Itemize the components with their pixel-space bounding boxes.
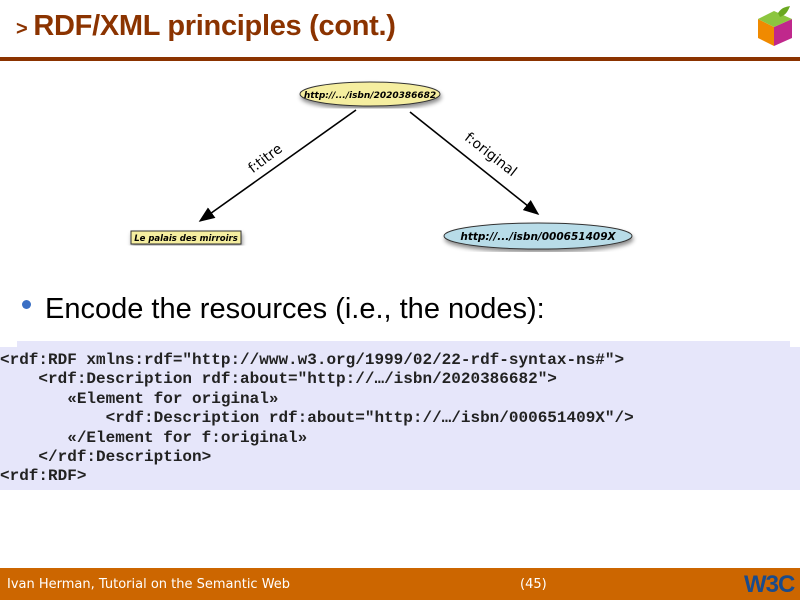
edge-titre <box>198 109 357 222</box>
edge-titre-label: f:titre <box>246 141 286 177</box>
bullet-text: Encode the resources (i.e., the nodes): <box>45 293 545 325</box>
code-line: </rdf:Description> <box>0 447 212 466</box>
literal-node-label: Le palais des mirroirs <box>134 234 238 244</box>
subject-node-label: http://.../isbn/2020386682 <box>304 91 436 101</box>
code-line: <rdf:Description rdf:about="http://…/isb… <box>0 409 634 428</box>
rdf-graph-diagram: http://.../isbn/2020386682 Le palais des… <box>130 81 633 250</box>
footer-author: Ivan Herman, Tutorial on the Semantic We… <box>7 577 291 592</box>
code-line: <rdf:RDF xmlns:rdf="http://www.w3.org/19… <box>0 351 625 369</box>
bullet-icon <box>22 299 31 309</box>
slide-title: >RDF/XML principles (cont.) <box>16 10 396 43</box>
code-line: «Element for original» <box>0 389 279 408</box>
footer: Ivan Herman, Tutorial on the Semantic We… <box>0 568 800 600</box>
code-line: «/Element for f:original» <box>0 428 308 447</box>
edge-original-label: f:original <box>461 130 519 180</box>
edge-original <box>409 111 540 215</box>
title-rule <box>0 57 800 61</box>
code-line: <rdf:Description rdf:about="http://…/isb… <box>0 370 557 389</box>
object-node <box>443 222 633 250</box>
code-line: <rdf:RDF> <box>0 467 87 486</box>
title-text: RDF/XML principles (cont.) <box>33 10 396 42</box>
background-code-box <box>17 341 790 351</box>
semantic-web-cube-icon <box>758 6 792 46</box>
w3c-logo: W3C <box>744 571 795 598</box>
subject-node <box>299 81 441 107</box>
title-marker: > <box>16 18 28 40</box>
page-number: (45) <box>520 577 547 592</box>
code-block: <rdf:RDF xmlns:rdf="http://www.w3.org/19… <box>0 347 800 490</box>
object-node-label: http://.../isbn/000651409X <box>460 231 616 243</box>
literal-node <box>130 230 242 245</box>
bullet-item: Encode the resources (i.e., the nodes): <box>22 293 545 326</box>
